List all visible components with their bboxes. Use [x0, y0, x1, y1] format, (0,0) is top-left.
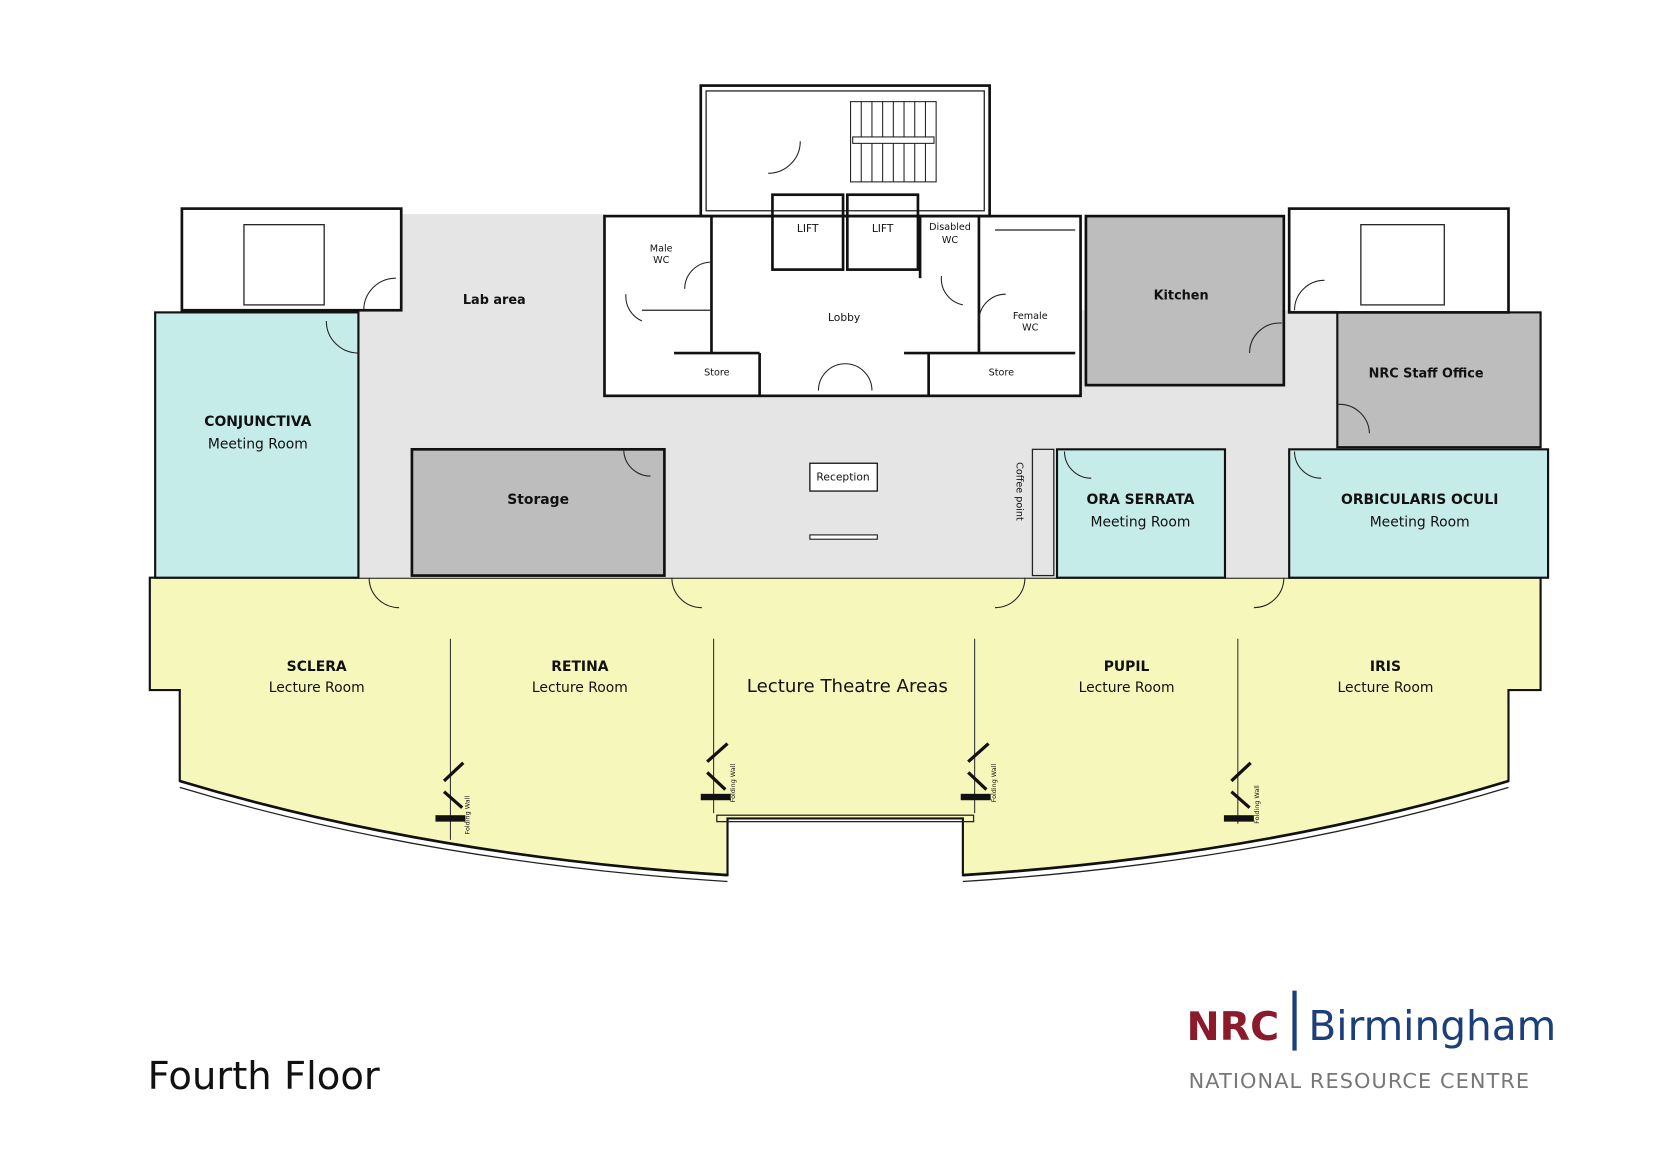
reception-desk[interactable]: [809, 462, 878, 492]
label-lecture-area: Lecture Theatre Areas: [747, 676, 948, 697]
label-ora-serrata: ORA SERRATA: [1087, 492, 1195, 508]
label-storage: Storage: [507, 492, 569, 508]
label-iris-type: Lecture Room: [1338, 680, 1434, 696]
label-ora-serrata-type: Meeting Room: [1090, 514, 1190, 530]
label-kitchen: Kitchen: [1154, 289, 1209, 304]
lecture-theatre-zone[interactable]: [148, 576, 1542, 877]
stairs-top: [850, 101, 937, 183]
room-labels: Lab area Male WC LIFT LIFT Disabled WC F…: [204, 222, 1498, 834]
room-ora-serrata[interactable]: [1055, 448, 1227, 579]
nrc-birmingham-logo: NRC Birmingham NATIONAL RESOURCE CENTRE: [1186, 990, 1556, 1093]
label-lobby: Lobby: [828, 311, 860, 324]
label-retina-type: Lecture Room: [532, 680, 628, 696]
label-conjunctiva-type: Meeting Room: [208, 436, 308, 452]
label-conjunctiva: CONJUNCTIVA: [204, 414, 311, 430]
label-orbicularis: ORBICULARIS OCULI: [1341, 492, 1498, 508]
label-folding-wall-2: Folding Wall: [729, 764, 737, 803]
label-sclera: SCLERA: [287, 659, 347, 675]
label-male-wc-2: WC: [653, 255, 670, 266]
stair-right: [1287, 207, 1510, 314]
label-lift-2: LIFT: [872, 222, 894, 235]
label-lab-area: Lab area: [463, 293, 526, 308]
label-disabled-wc-2: WC: [942, 235, 959, 246]
label-pupil: PUPIL: [1104, 659, 1150, 675]
label-folding-wall-1: Folding Wall: [464, 796, 472, 835]
label-female-wc-1: Female: [1013, 311, 1048, 322]
label-store-2: Store: [989, 368, 1014, 379]
label-iris: IRIS: [1370, 659, 1401, 675]
label-lift-1: LIFT: [797, 222, 819, 235]
stair-left: [180, 207, 403, 312]
label-coffee-point: Coffee point: [1013, 462, 1024, 521]
room-kitchen[interactable]: [1084, 214, 1286, 387]
label-pupil-type: Lecture Room: [1079, 680, 1175, 696]
floor-title: Fourth Floor: [148, 1054, 380, 1099]
label-male-wc-1: Male: [650, 243, 673, 254]
label-nrc-staff-office: NRC Staff Office: [1369, 367, 1484, 382]
label-female-wc-2: WC: [1022, 323, 1039, 334]
room-orbicularis-oculi[interactable]: [1288, 448, 1550, 579]
lift-1[interactable]: [771, 193, 845, 271]
label-reception: Reception: [816, 470, 869, 483]
label-disabled-wc-1: Disabled: [929, 222, 971, 233]
room-storage[interactable]: [410, 447, 666, 577]
lift-2[interactable]: [846, 193, 920, 271]
folding-wall-marks: [435, 742, 1254, 822]
label-store-1: Store: [704, 368, 729, 379]
label-retina: RETINA: [551, 659, 608, 675]
label-folding-wall-3: Folding Wall: [990, 764, 998, 803]
logo-birmingham: Birmingham: [1308, 1002, 1556, 1050]
label-folding-wall-4: Folding Wall: [1253, 785, 1261, 824]
logo-subtitle: NATIONAL RESOURCE CENTRE: [1189, 1069, 1531, 1093]
label-sclera-type: Lecture Room: [269, 680, 365, 696]
stair-tower: [699, 84, 991, 218]
room-conjunctiva[interactable]: [154, 311, 360, 579]
logo-nrc: NRC: [1186, 1004, 1279, 1050]
label-orbicularis-type: Meeting Room: [1370, 514, 1470, 530]
folding-walls[interactable]: [449, 638, 1239, 840]
